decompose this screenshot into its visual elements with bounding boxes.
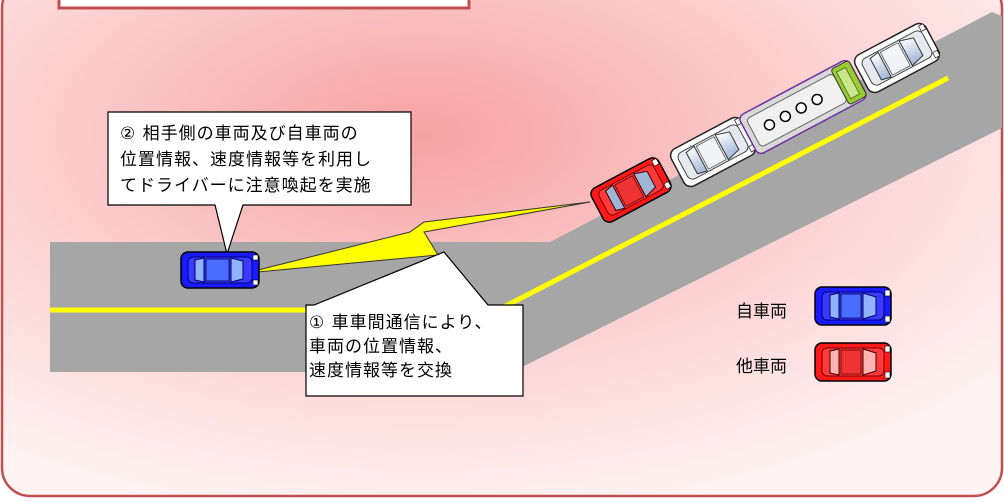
callout-info-exchange-text: ① 車車間通信により、 車両の位置情報、 速度情報等を交換: [309, 313, 493, 381]
other-vehicle-car: [590, 157, 672, 223]
callout-driver-alert-text: ② 相手側の車両及び自車両の 位置情報、速度情報等を利用し てドライバーに注意喚…: [120, 124, 372, 196]
own-vehicle-car: [180, 251, 260, 289]
legend-own-vehicle-icon: [814, 286, 892, 326]
legend-own-vehicle-label: 自車両: [736, 302, 787, 322]
v2v-signal-bolt: [257, 201, 591, 273]
callout-driver-alert-bubble: [107, 111, 412, 257]
callout-info-exchange-bubble: [305, 251, 524, 397]
traffic-bus: [739, 59, 867, 155]
legend-other-vehicle-label: 他車両: [736, 357, 787, 377]
legend-other-vehicle-icon: [814, 342, 892, 382]
title-box: [57, 0, 471, 10]
